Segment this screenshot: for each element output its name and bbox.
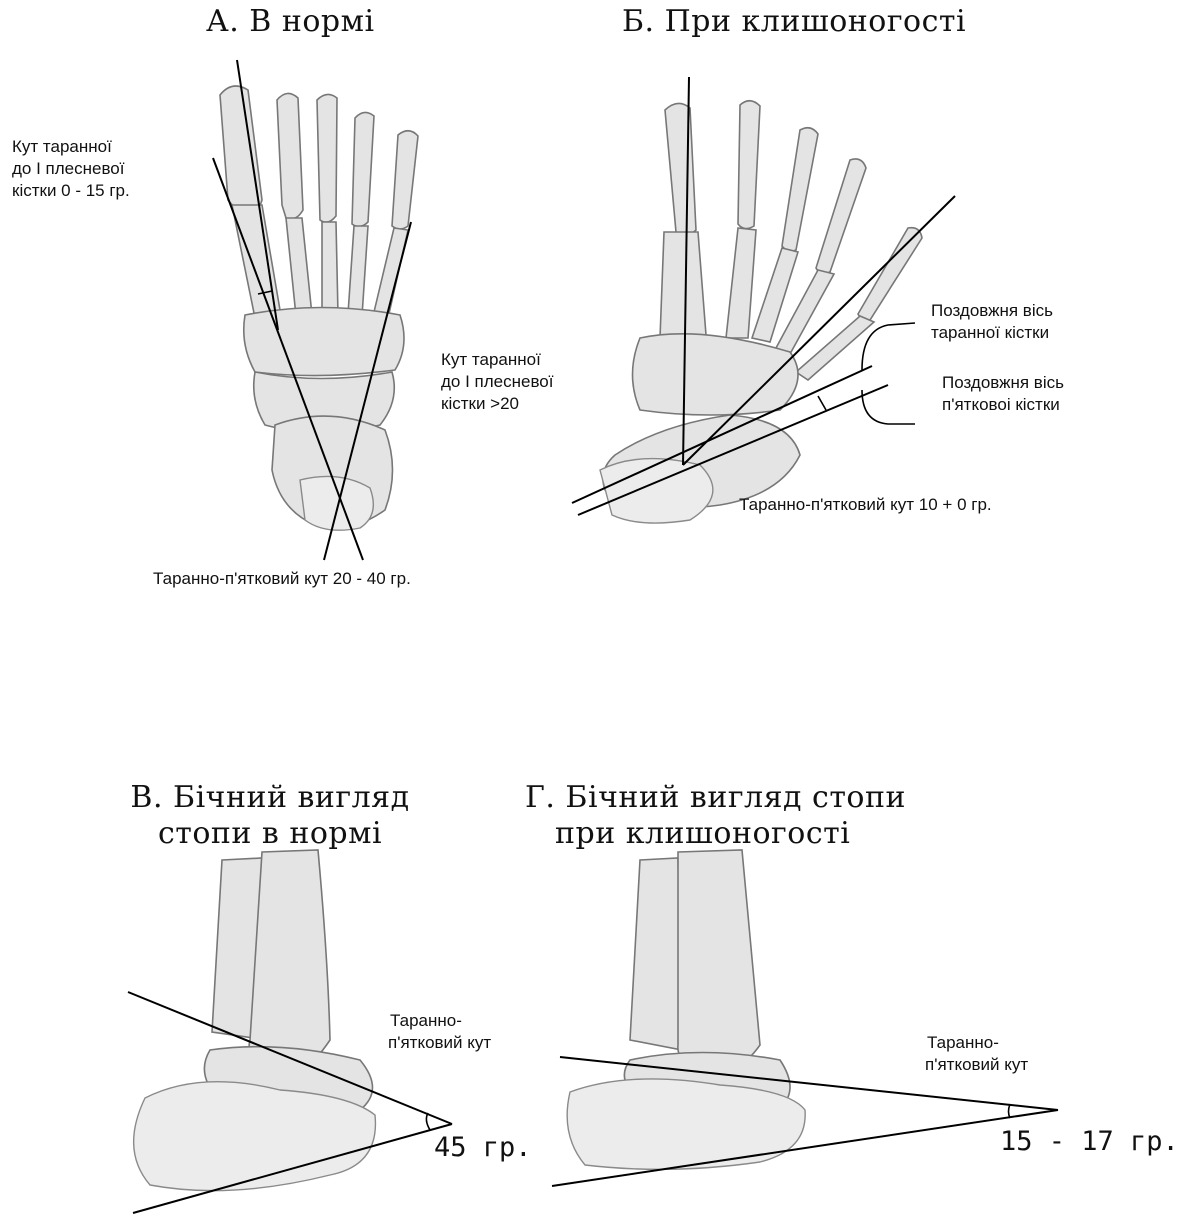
label-angle-c: Таранно- п'ятковий кут xyxy=(388,1010,491,1054)
metatarsal2-b xyxy=(726,228,756,338)
label-angle-d-line1: Таранно- xyxy=(925,1032,1028,1054)
tarsals-b xyxy=(633,334,799,415)
panel-c-title-line2: стопи в нормі xyxy=(120,816,420,852)
panel-b-title: Б. При клишоногості xyxy=(622,4,966,39)
label-talus-axis-b: Поздовжня вісь таранної кістки xyxy=(931,300,1053,344)
label-angle-left-a-line3: кістки 0 - 15 гр. xyxy=(12,180,130,202)
metatarsal5-a xyxy=(374,228,408,318)
angle-arc-b xyxy=(818,396,826,410)
label-angle-right-a-line3: кістки >20 xyxy=(441,393,553,415)
calcaneus-a xyxy=(300,476,373,530)
metatarsal1-b xyxy=(660,232,706,338)
label-calcaneus-axis-b-line2: п'ятковоі кістки xyxy=(942,394,1064,416)
label-talocalcaneal-b: Таранно-п'ятковий кут 10 + 0 гр. xyxy=(739,494,992,516)
calcaneus-d xyxy=(567,1079,805,1169)
metatarsal2-a xyxy=(286,218,312,316)
toe5-phalanx-a xyxy=(392,131,418,229)
label-angle-c-line2: п'ятковий кут xyxy=(388,1032,491,1054)
calcaneus-b xyxy=(600,459,713,523)
label-angle-right-a-line1: Кут таранної xyxy=(441,349,553,371)
brace-talus-b xyxy=(862,323,915,370)
angle-arc-d xyxy=(1009,1104,1011,1118)
panel-d-title: Г. Бічний вигляд стопи при клишоногості xyxy=(525,780,906,852)
ankle-c-illustration xyxy=(134,850,376,1191)
toe4-phalanx-b xyxy=(816,159,866,273)
panel-a-title: А. В нормі xyxy=(206,4,375,39)
label-talus-axis-b-line1: Поздовжня вісь xyxy=(931,300,1053,322)
toe2-phalanx-a xyxy=(277,93,303,219)
tibia-d xyxy=(678,850,760,1078)
toe5-phalanx-b xyxy=(858,228,922,321)
toe3-phalanx-a xyxy=(317,94,337,222)
brace-calcaneus-b xyxy=(862,390,915,424)
label-angle-left-a-line2: до I плесневої xyxy=(12,158,130,180)
label-angle-d-line2: п'ятковий кут xyxy=(925,1054,1028,1076)
hallux-phalanx-b xyxy=(665,103,696,235)
label-angle-c-line1: Таранно- xyxy=(388,1010,491,1032)
metatarsal4-a xyxy=(348,226,368,316)
value-angle-d: 15 - 17 гр. xyxy=(1000,1126,1179,1157)
label-talus-axis-b-line2: таранної кістки xyxy=(931,322,1053,344)
label-angle-right-a-line2: до I плесневої xyxy=(441,371,553,393)
panel-d-title-line1: Г. Бічний вигляд стопи xyxy=(525,780,906,816)
fibula-d xyxy=(630,858,682,1050)
panel-d-title-line2: при клишоногості xyxy=(525,816,906,852)
label-calcaneus-axis-b-line1: Поздовжня вісь xyxy=(942,372,1064,394)
value-angle-c: 45 гр. xyxy=(434,1132,532,1163)
label-angle-left-a: Кут таранної до I плесневої кістки 0 - 1… xyxy=(12,136,130,202)
label-angle-right-a: Кут таранної до I плесневої кістки >20 xyxy=(441,349,553,415)
label-calcaneus-axis-b: Поздовжня вісь п'ятковоі кістки xyxy=(942,372,1064,416)
metatarsal3-a xyxy=(322,222,338,315)
label-talocalcaneal-a: Таранно-п'ятковий кут 20 - 40 гр. xyxy=(153,568,411,590)
label-angle-left-a-line1: Кут таранної xyxy=(12,136,130,158)
panel-c-title: В. Бічний вигляд стопи в нормі xyxy=(120,780,420,852)
ankle-d-illustration xyxy=(567,850,805,1169)
foot-b-illustration xyxy=(600,101,922,523)
toe4-phalanx-a xyxy=(352,112,374,226)
label-angle-d: Таранно- п'ятковий кут xyxy=(925,1032,1028,1076)
toe3-phalanx-b xyxy=(782,128,818,252)
panel-c-title-line1: В. Бічний вигляд xyxy=(120,780,420,816)
toe2-phalanx-b xyxy=(738,101,760,229)
